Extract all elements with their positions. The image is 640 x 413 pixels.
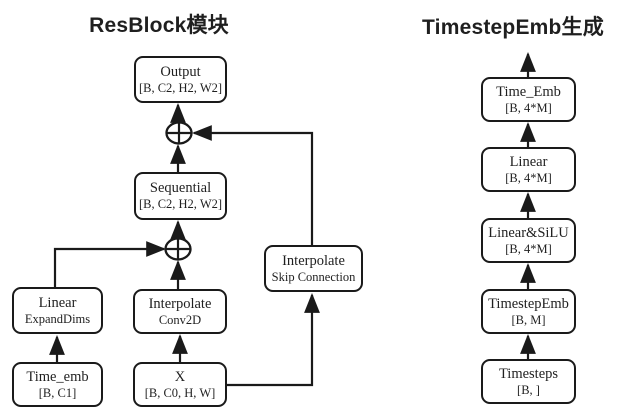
node-interpolate-skip-op: Skip Connection bbox=[271, 269, 356, 284]
arrow-linear-to-add2 bbox=[53, 241, 166, 287]
timestepemb-diagram-title: TimestepEmb生成 bbox=[422, 16, 604, 39]
node-linear-label: Linear bbox=[509, 153, 548, 170]
node-linear-expanddims-op: ExpandDims bbox=[24, 311, 91, 326]
node-linear-silu: Linear&SiLU [B, 4*M] bbox=[481, 218, 576, 263]
node-x-input: X [B, C0, H, W] bbox=[133, 362, 227, 407]
node-interpolate-skip-label: Interpolate bbox=[282, 252, 345, 269]
resblock-diagram-title: ResBlock模块 bbox=[89, 14, 229, 37]
node-sequential-label: Sequential bbox=[149, 180, 212, 197]
node-x-input-shape: [B, C0, H, W] bbox=[144, 385, 216, 400]
node-interpolate-conv2d-op: Conv2D bbox=[158, 312, 202, 327]
node-output: Output [B, C2, H2, W2] bbox=[134, 56, 227, 103]
node-timesteps: Timesteps [B, ] bbox=[481, 359, 576, 404]
node-sequential: Sequential [B, C2, H2, W2] bbox=[134, 172, 227, 220]
add-node-middle bbox=[164, 237, 192, 261]
node-interpolate-skip: Interpolate Skip Connection bbox=[264, 245, 363, 292]
node-interpolate-conv2d: Interpolate Conv2D bbox=[133, 289, 227, 334]
node-time-emb-result: Time_Emb [B, 4*M] bbox=[481, 77, 576, 122]
node-output-label: Output bbox=[160, 63, 201, 80]
node-timesteps-shape: [B, ] bbox=[517, 382, 540, 397]
arrow-x-to-interpolate-skip bbox=[227, 293, 320, 387]
node-output-shape: [B, C2, H2, W2] bbox=[138, 80, 223, 95]
node-timestepemb-shape: [B, M] bbox=[511, 312, 546, 327]
node-sequential-shape: [B, C2, H2, W2] bbox=[138, 197, 223, 212]
node-timestepemb-label: TimestepEmb bbox=[488, 295, 569, 312]
node-linear-silu-shape: [B, 4*M] bbox=[505, 241, 552, 256]
node-time-emb-result-shape: [B, 4*M] bbox=[505, 100, 552, 115]
node-linear-shape: [B, 4*M] bbox=[505, 170, 552, 185]
node-linear: Linear [B, 4*M] bbox=[481, 147, 576, 192]
node-linear-expanddims-label: Linear bbox=[38, 294, 77, 311]
node-x-input-label: X bbox=[174, 368, 186, 385]
add-node-top bbox=[165, 121, 193, 145]
node-timesteps-label: Timesteps bbox=[498, 365, 559, 382]
node-time-emb-shape: [B, C1] bbox=[38, 385, 77, 400]
node-interpolate-conv2d-label: Interpolate bbox=[148, 295, 212, 312]
node-time-emb-result-label: Time_Emb bbox=[496, 83, 561, 100]
node-linear-silu-label: Linear&SiLU bbox=[488, 224, 569, 241]
node-linear-expanddims: Linear ExpandDims bbox=[12, 287, 103, 334]
node-time-emb-label: Time_emb bbox=[26, 368, 89, 385]
node-timestepemb: TimestepEmb [B, M] bbox=[481, 289, 576, 334]
node-time-emb: Time_emb [B, C1] bbox=[12, 362, 103, 407]
arrow-interpolate-skip-to-add1 bbox=[192, 125, 314, 245]
